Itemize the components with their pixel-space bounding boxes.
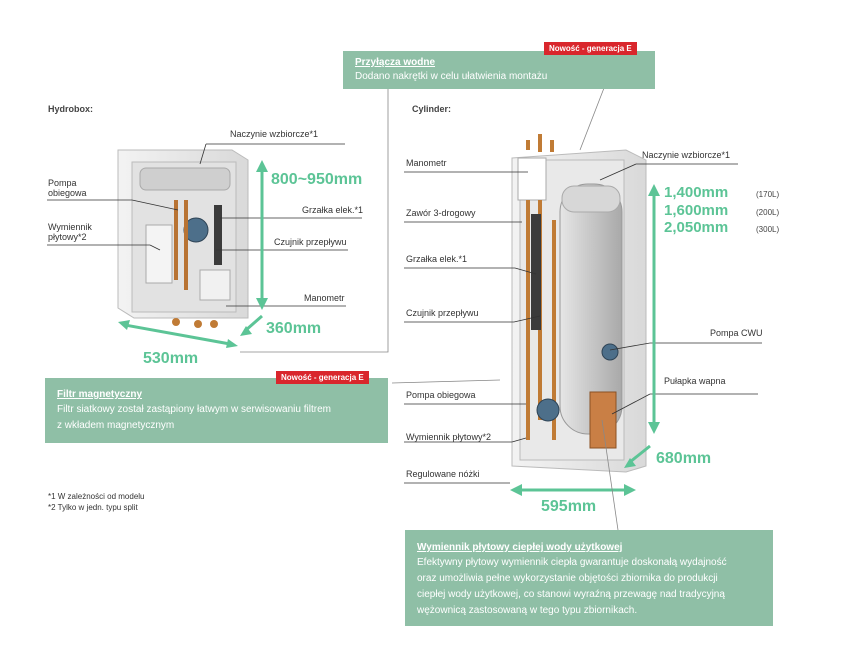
callout-przylacza: Przyłącza wodne Dodano nakrętki w celu u… bbox=[343, 51, 655, 89]
footnote-2: *2 Tylko w jedn. typu split bbox=[48, 503, 138, 512]
hydrobox-label-naczynie: Naczynie wzbiorcze*1 bbox=[230, 129, 319, 139]
cylinder-width-dim: 595mm bbox=[541, 498, 597, 515]
callout-przylacza-badge: Nowość - generacja E bbox=[544, 42, 637, 55]
callout-wymiennik-line4: wężownicą zastosowaną w tego typu zbiorn… bbox=[417, 605, 638, 616]
cylinder-label-wymiennik: Wymiennik płytowy*2 bbox=[406, 432, 491, 442]
hydrobox-illustration bbox=[117, 149, 249, 328]
cylinder-label-manometr: Manometr bbox=[406, 158, 447, 168]
cylinder-height-3: 2,050mm bbox=[664, 219, 729, 236]
hydrobox-width-dim: 530mm bbox=[143, 350, 199, 367]
callout-filtr-line1: Filtr siatkowy został zastąpiony łatwym … bbox=[57, 404, 331, 415]
cylinder-label-naczynie: Naczynie wzbiorcze*1 bbox=[642, 150, 731, 160]
callout-przylacza-text: Dodano nakrętki w celu ułatwienia montaż… bbox=[355, 71, 548, 82]
cylinder-title: Cylinder: bbox=[412, 104, 452, 114]
callout-filtr-line2: z wkładem magnetycznym bbox=[57, 420, 175, 431]
cylinder-label-pulapka: Pułapka wapna bbox=[664, 376, 726, 386]
cylinder-height-1-cap: (170L) bbox=[756, 190, 780, 199]
cylinder-height-2-cap: (200L) bbox=[756, 208, 780, 217]
cylinder-height-2: 1,600mm bbox=[664, 202, 729, 219]
cylinder-label-pompa-cwu: Pompa CWU bbox=[710, 328, 763, 338]
callout-wymiennik-line1: Efektywny płytowy wymiennik ciepła gwara… bbox=[417, 557, 727, 568]
hydrobox-label-grzalka: Grzałka elek.*1 bbox=[302, 205, 364, 215]
callout-filtr-title: Filtr magnetyczny bbox=[57, 389, 143, 400]
hydrobox-depth-dim: 360mm bbox=[266, 320, 322, 337]
footnote-1: *1 W zależności od modelu bbox=[48, 492, 145, 501]
cylinder-label-grzalka: Grzałka elek.*1 bbox=[406, 254, 468, 264]
callout-filtr-badge: Nowość - generacja E bbox=[276, 371, 369, 384]
cylinder-illustration bbox=[511, 134, 647, 473]
callout-filtr: Filtr magnetyczny Filtr siatkowy został … bbox=[45, 378, 388, 443]
callout-wymiennik-title: Wymiennik płytowy ciepłej wody użytkowej bbox=[417, 542, 623, 553]
callout-przylacza-title: Przyłącza wodne bbox=[355, 57, 436, 68]
callout-wymiennik: Wymiennik płytowy ciepłej wody użytkowej… bbox=[405, 530, 773, 626]
cylinder-label-zawor: Zawór 3-drogowy bbox=[406, 208, 476, 218]
callout-wymiennik-line3: ciepłej wody użytkowej, co stanowi wyraź… bbox=[417, 589, 725, 600]
hydrobox-label-manometr: Manometr bbox=[304, 293, 345, 303]
hydrobox-label-wymiennik: Wymiennik płytowy*2 bbox=[48, 222, 92, 242]
cylinder-label-czujnik: Czujnik przepływu bbox=[406, 308, 479, 318]
hydrobox-title: Hydrobox: bbox=[48, 104, 93, 114]
hydrobox-height-dim: 800~950mm bbox=[271, 171, 363, 188]
cylinder-height-1: 1,400mm bbox=[664, 184, 729, 201]
cylinder-height-3-cap: (300L) bbox=[756, 225, 780, 234]
hydrobox-label-pompa: Pompa obiegowa bbox=[48, 178, 87, 198]
cylinder-label-pompa: Pompa obiegowa bbox=[406, 390, 476, 400]
cylinder-depth-dim: 680mm bbox=[656, 450, 712, 467]
callout-wymiennik-line2: oraz umożliwia pełne wykorzystanie objęt… bbox=[417, 573, 718, 584]
hydrobox-label-czujnik: Czujnik przepływu bbox=[274, 237, 347, 247]
cylinder-label-nozki: Regulowane nóżki bbox=[406, 469, 480, 479]
